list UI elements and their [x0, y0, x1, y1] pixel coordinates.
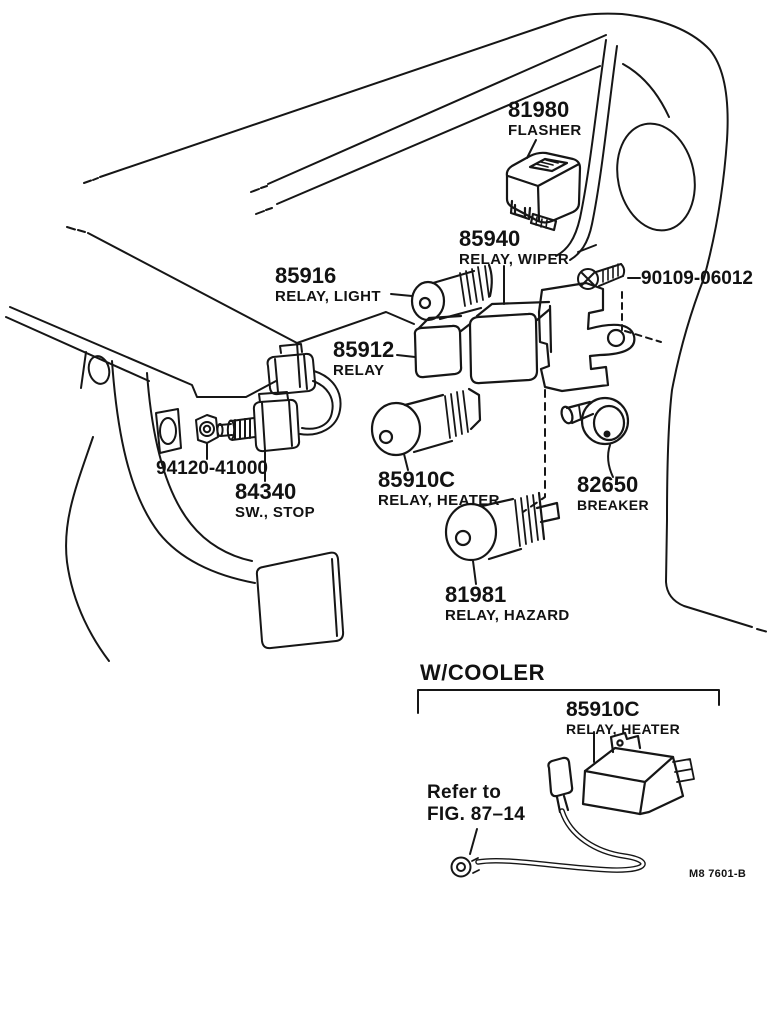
- flasher-drawing: [505, 139, 582, 232]
- ring-terminal: [450, 856, 472, 878]
- part-number: 90109-06012: [641, 268, 753, 289]
- part-label-relay-85912: 85912 RELAY: [333, 337, 395, 379]
- part-number: 85910C: [566, 698, 640, 721]
- relay-cluster-drawing: [390, 244, 636, 393]
- part-caption: RELAY, HEATER: [378, 492, 500, 509]
- part-label-nut: 94120-41000: [156, 459, 268, 478]
- inset-title: W/COOLER: [420, 660, 545, 685]
- reference-note: Refer to FIG. 87–14: [427, 782, 525, 827]
- reference-note-line2: FIG. 87–14: [427, 804, 526, 826]
- part-caption: BREAKER: [577, 497, 650, 513]
- part-caption: RELAY, WIPER: [459, 251, 570, 268]
- part-caption: RELAY: [333, 362, 385, 379]
- part-label-wiper-relay: 85940 RELAY, WIPER: [459, 226, 570, 268]
- mount-bracket-drawing: [537, 281, 636, 393]
- part-number: 84340: [235, 479, 297, 504]
- part-number: 85940: [459, 226, 521, 251]
- leader-hazard-relay: [472, 560, 477, 585]
- speaker-hole: [616, 122, 696, 232]
- cooler-inset-drawing: [417, 689, 720, 878]
- figure-code: M8 7601-B: [689, 868, 747, 880]
- part-label-light-relay: 85916 RELAY, LIGHT: [275, 263, 381, 305]
- part-label-flasher: 81980 FLASHER: [508, 97, 582, 139]
- stop-switch-drawing: [155, 343, 342, 482]
- part-label-screw: 90109-06012: [641, 269, 753, 288]
- breaker-drawing: [560, 396, 630, 478]
- screw-drawing: [577, 263, 662, 343]
- inset-bracket-line: [417, 689, 720, 714]
- reference-note-line1: Refer to: [427, 782, 502, 803]
- part-caption: SW., STOP: [235, 504, 316, 521]
- hazard-relay-drawing: [444, 491, 561, 585]
- part-label-heater-relay: 85910C RELAY, HEATER: [378, 467, 500, 509]
- assembly-centerline: [522, 389, 546, 513]
- part-number: 81981: [445, 582, 507, 607]
- leader-wiper-text: [577, 244, 597, 253]
- part-number: 85916: [275, 263, 337, 288]
- leader-heater-relay: [403, 453, 409, 471]
- part-number: 82650: [577, 472, 639, 497]
- part-caption: FLASHER: [508, 122, 582, 139]
- part-caption: RELAY, HEATER: [566, 721, 681, 737]
- part-caption: RELAY, HAZARD: [445, 607, 570, 624]
- nut-drawing: [195, 414, 219, 444]
- leader-relay-85912: [396, 354, 416, 358]
- leader-note: [469, 828, 478, 855]
- leader-light-relay: [390, 293, 413, 297]
- part-number: 85910C: [378, 467, 456, 492]
- part-number: 81980: [508, 97, 570, 122]
- part-label-breaker: 82650 BREAKER: [577, 472, 650, 513]
- heater-relay-drawing: [370, 387, 482, 471]
- pedal-drawing: [111, 360, 345, 650]
- part-caption: RELAY, LIGHT: [275, 288, 381, 305]
- leader-breaker: [607, 444, 614, 478]
- part-number: 94120-41000: [156, 458, 268, 479]
- part-label-hazard-relay: 81981 RELAY, HAZARD: [445, 582, 570, 624]
- part-label-inset-heater-relay: 85910C RELAY, HEATER: [566, 699, 680, 736]
- leader-flasher: [526, 139, 537, 159]
- part-label-stop-switch: 84340 SW., STOP: [235, 479, 316, 521]
- part-number: 85912: [333, 337, 395, 362]
